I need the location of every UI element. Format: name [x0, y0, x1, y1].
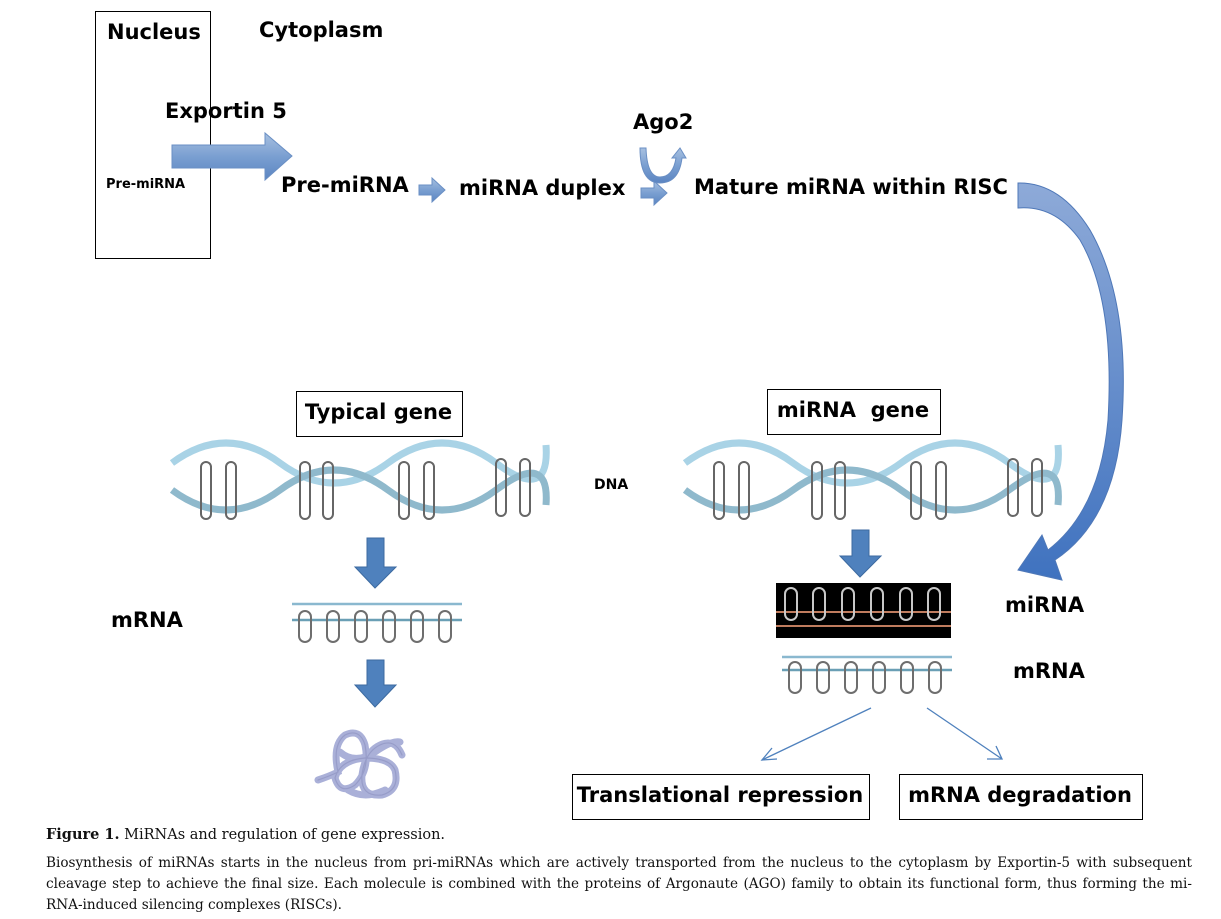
- ago2-label: Ago2: [633, 110, 694, 134]
- nucleus-compartment-box: [95, 11, 211, 259]
- pathway-step-mature-mirna-risc: Mature miRNA within RISC: [694, 175, 1008, 199]
- figure-caption: Figure 1. MiRNAs and regulation of gene …: [46, 826, 445, 843]
- translational-repression-label: Translational repression: [576, 783, 864, 807]
- right-mrna-label: mRNA: [1013, 659, 1085, 683]
- typical-gene-box: [296, 391, 463, 437]
- nucleus-label: Nucleus: [107, 20, 201, 44]
- mirna-gene-dna-helix-icon: [682, 439, 1062, 520]
- figure-label: Figure 1.: [46, 826, 120, 843]
- right-mirna-label: miRNA: [1005, 593, 1085, 617]
- mirna-gene-box: [767, 389, 941, 435]
- translational-repression-box: [572, 774, 870, 820]
- mirna-gene-title: miRNA gene: [776, 398, 930, 422]
- arrow-to-translational-repression-icon: [760, 707, 872, 761]
- mirna-strand-icon: [776, 583, 951, 638]
- arrow-to-duplex-icon: [418, 176, 446, 204]
- figure-title: MiRNAs and regulation of gene expression…: [119, 827, 446, 843]
- exportin-label: Exportin 5: [165, 99, 287, 123]
- exportin-arrow-icon: [171, 131, 293, 182]
- arrow-to-mrna-degradation-icon: [926, 707, 1004, 760]
- cytoplasm-label: Cytoplasm: [259, 18, 384, 42]
- typical-gene-title: Typical gene: [304, 400, 453, 424]
- typical-gene-dna-helix-icon: [169, 439, 550, 520]
- dna-label: DNA: [594, 477, 629, 493]
- mirna-gene-down-arrow-icon: [838, 529, 883, 578]
- arrow-to-risc-icon: [640, 179, 668, 207]
- mrna-degradation-box: [899, 774, 1143, 820]
- risc-to-target-curved-arrow-icon: [1017, 182, 1124, 581]
- dna-to-mrna-arrow-icon: [353, 537, 398, 589]
- ago2-uturn-arrow-icon: [639, 147, 687, 184]
- pathway-step-pre-mirna: Pre-miRNA: [281, 173, 409, 197]
- right-mrna-strand-icon: [782, 655, 952, 694]
- nuclear-pre-mirna-label: Pre-miRNA: [106, 177, 186, 192]
- mrna-degradation-label: mRNA degradation: [908, 783, 1132, 807]
- pathway-step-mirna-duplex: miRNA duplex: [459, 176, 626, 200]
- left-mrna-strand-icon: [292, 602, 462, 643]
- mrna-to-protein-arrow-icon: [353, 659, 398, 708]
- protein-coil-icon: [314, 729, 406, 799]
- left-mrna-label: mRNA: [111, 608, 183, 632]
- figure-description: Biosynthesis of miRNAs starts in the nuc…: [46, 855, 1192, 913]
